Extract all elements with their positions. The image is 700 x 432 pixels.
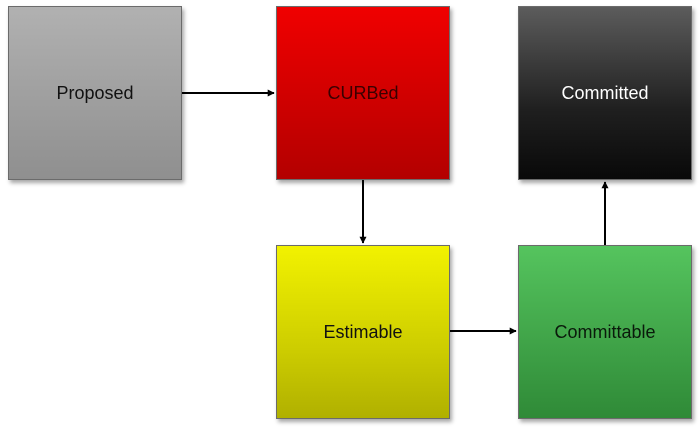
- node-curbed-label: CURBed: [327, 83, 399, 103]
- node-curbed: CURBed: [276, 6, 450, 180]
- node-committed: Committed: [518, 6, 692, 180]
- node-estimable: Estimable: [276, 245, 450, 419]
- node-committable-label: Committable: [554, 322, 656, 342]
- node-proposed: Proposed: [8, 6, 182, 180]
- node-estimable-label: Estimable: [323, 322, 403, 342]
- node-committable: Committable: [518, 245, 692, 419]
- node-committed-label: Committed: [561, 83, 649, 103]
- node-proposed-label: Proposed: [56, 83, 134, 103]
